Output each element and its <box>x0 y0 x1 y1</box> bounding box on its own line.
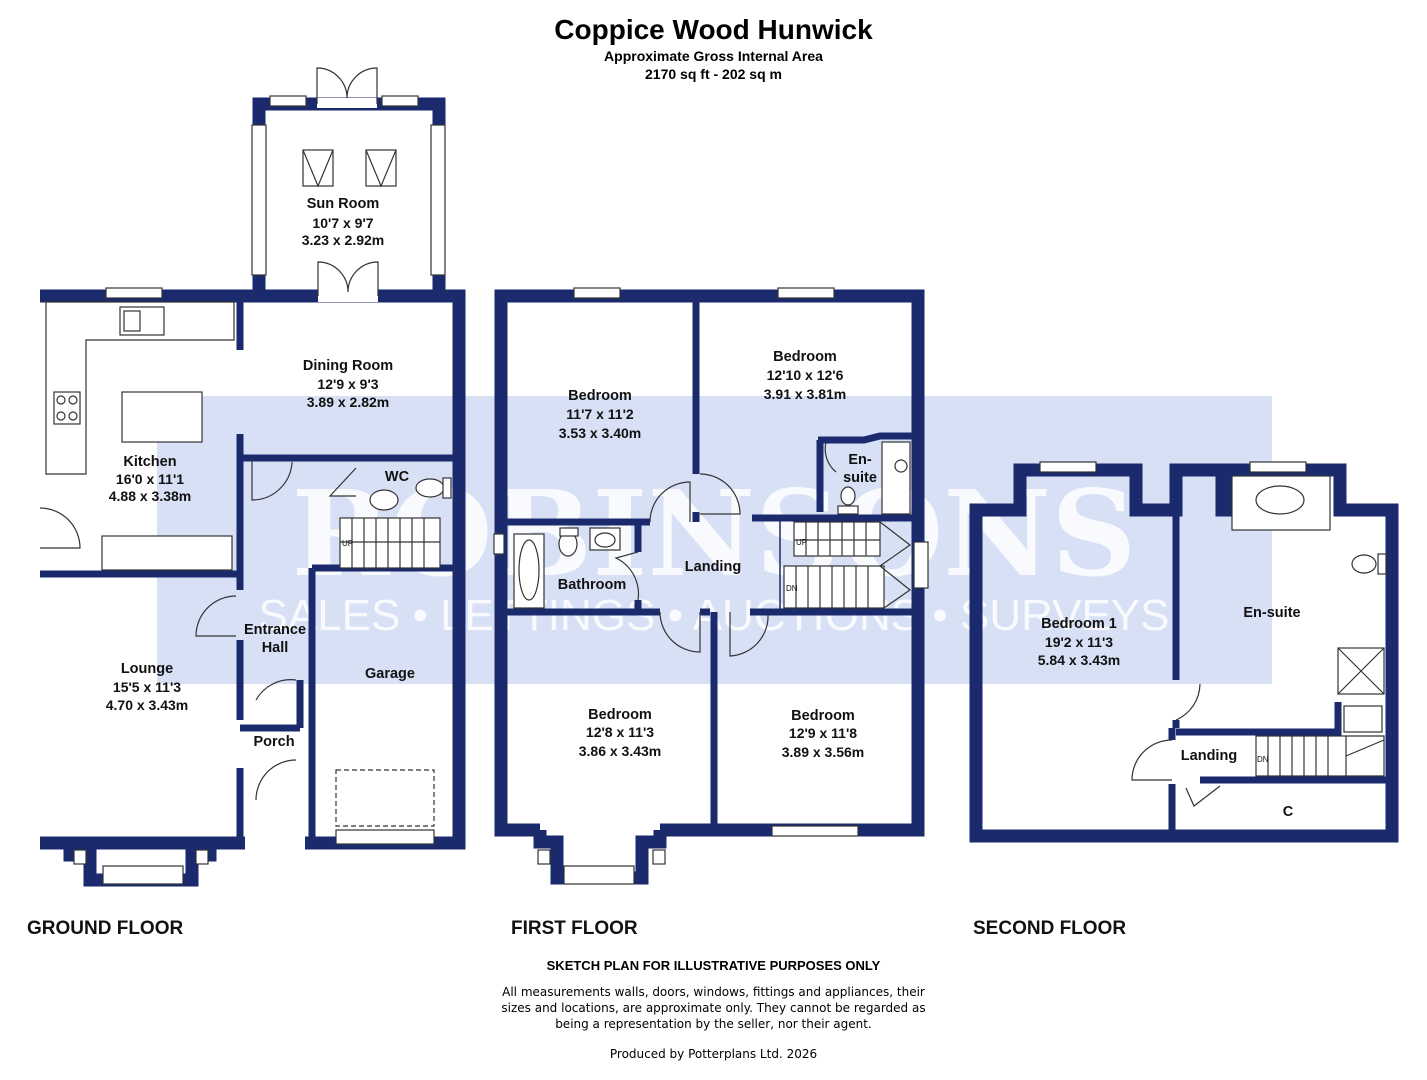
lounge-imperial: 15'5 x 11'3 <box>113 679 181 695</box>
bedroom-front-left-imperial: 12'8 x 11'3 <box>586 724 654 740</box>
bedroom-front-right-imperial: 12'9 x 11'8 <box>789 725 857 741</box>
kitchen-name: Kitchen <box>123 454 176 470</box>
dining-room-metric: 3.89 x 2.82m <box>307 394 390 410</box>
bedroom-rear-right-metric: 3.91 x 3.81m <box>764 386 847 402</box>
sun-room-imperial: 10'7 x 9'7 <box>312 215 373 231</box>
porch-name: Porch <box>253 734 294 750</box>
first-landing-name: Landing <box>685 559 741 575</box>
bedroom-1-imperial: 19'2 x 11'3 <box>1045 634 1113 650</box>
lounge-name: Lounge <box>121 661 173 677</box>
garage-name: Garage <box>365 666 415 682</box>
sun-room-metric: 3.23 x 2.92m <box>302 232 385 248</box>
first-ensuite-name-2: suite <box>843 470 877 486</box>
second-stairs-down-label: DN <box>1257 755 1269 764</box>
bedroom-rear-right-name: Bedroom <box>773 349 837 365</box>
sun-room <box>251 67 446 290</box>
disclaimer-line-1: All measurements walls, doors, windows, … <box>502 985 925 999</box>
ground-stairs: UP <box>339 517 441 569</box>
bedroom-1-metric: 5.84 x 3.43m <box>1038 652 1121 668</box>
second-landing-name: Landing <box>1181 748 1237 764</box>
ground-floor: UP Sun Room 10'7 x 9'7 3.23 x 2.92m Dini… <box>27 67 466 939</box>
kitchen-fittings <box>45 301 235 571</box>
bedroom-front-left-metric: 3.86 x 3.43m <box>579 743 662 759</box>
bathroom-name: Bathroom <box>558 577 626 593</box>
kitchen-metric: 4.88 x 3.38m <box>109 488 192 504</box>
plan-subtitle: Approximate Gross Internal Area <box>604 48 823 64</box>
lounge-metric: 4.70 x 3.43m <box>106 697 189 713</box>
wc-name: WC <box>385 469 410 485</box>
first-stairs: UP DN <box>783 521 912 609</box>
gross-area: 2170 sq ft - 202 sq m <box>645 66 782 82</box>
bedroom-rear-left-metric: 3.53 x 3.40m <box>559 425 642 441</box>
first-floor: UP DN Bedroom 11'7 x 11'2 3.53 x 3.40m B… <box>493 287 929 939</box>
cupboard-name: C <box>1283 804 1294 820</box>
bedroom-rear-left-imperial: 11'7 x 11'2 <box>566 406 634 422</box>
first-ensuite-name-1: En- <box>848 452 872 468</box>
kitchen-imperial: 16'0 x 11'1 <box>116 471 184 487</box>
credit: Produced by Potterplans Ltd. 2026 <box>609 1047 818 1061</box>
dining-room-imperial: 12'9 x 9'3 <box>317 376 378 392</box>
dining-room-name: Dining Room <box>303 358 393 374</box>
ground-floor-label: GROUND FLOOR <box>27 918 183 939</box>
second-floor-label: SECOND FLOOR <box>973 918 1126 939</box>
entrance-hall-name-2: Hall <box>262 640 289 656</box>
disclaimer-line-3: being a representation by the seller, no… <box>555 1017 872 1031</box>
second-ensuite-name: En-suite <box>1243 605 1300 621</box>
bedroom-front-left-name: Bedroom <box>588 707 652 723</box>
bedroom-rear-left-name: Bedroom <box>568 388 632 404</box>
disclaimer-title: SKETCH PLAN FOR ILLUSTRATIVE PURPOSES ON… <box>546 958 881 973</box>
bedroom-front-right-metric: 3.89 x 3.56m <box>782 744 865 760</box>
first-stairs-up-label: UP <box>796 538 807 547</box>
sun-room-name: Sun Room <box>307 196 380 212</box>
plan-title: Coppice Wood Hunwick <box>554 14 873 45</box>
stairs-up-label: UP <box>342 539 353 548</box>
bedroom-rear-right-imperial: 12'10 x 12'6 <box>767 367 844 383</box>
entrance-hall-name-1: Entrance <box>244 622 306 638</box>
bedroom-front-right-name: Bedroom <box>791 708 855 724</box>
disclaimer-line-2: sizes and locations, are approximate onl… <box>501 1001 926 1015</box>
second-stairs: DN <box>1255 705 1385 777</box>
first-stairs-down-label: DN <box>786 584 798 593</box>
first-floor-label: FIRST FLOOR <box>511 918 638 939</box>
bedroom-1-name: Bedroom 1 <box>1041 616 1117 632</box>
second-floor: DN Bedroom 1 19'2 x 11'3 5.84 x 3.43m En… <box>969 461 1399 939</box>
